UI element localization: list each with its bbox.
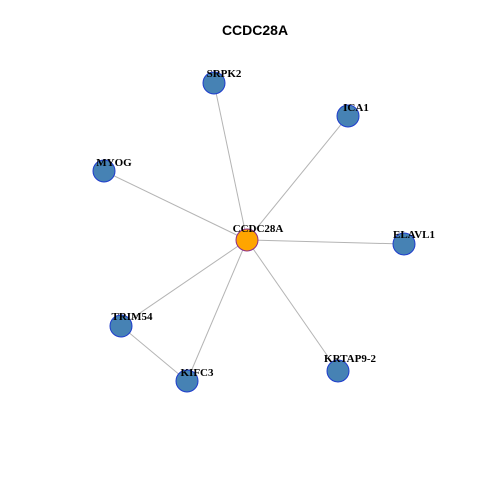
node-label-elavl1: ELAVL1 bbox=[393, 229, 435, 241]
edge-ccdc28a-krtap9-2 bbox=[246, 239, 339, 372]
edge-ccdc28a-ica1 bbox=[246, 115, 349, 241]
edge-ccdc28a-trim54 bbox=[120, 239, 248, 327]
edge-ccdc28a-kifc3 bbox=[186, 239, 248, 382]
edge-trim54-kifc3 bbox=[120, 325, 188, 382]
nodes-layer bbox=[92, 71, 416, 393]
node-label-kifc3: KIFC3 bbox=[181, 367, 215, 379]
node-label-krtap9-2: KRTAP9-2 bbox=[324, 353, 376, 365]
node-label-trim54: TRIM54 bbox=[112, 311, 153, 323]
node-label-myog: MYOG bbox=[96, 157, 132, 169]
edges-layer bbox=[103, 82, 405, 382]
node-ccdc28a[interactable] bbox=[235, 228, 259, 252]
node-ica1[interactable] bbox=[336, 104, 360, 128]
edge-ccdc28a-srpk2 bbox=[213, 82, 248, 241]
node-label-srpk2: SRPK2 bbox=[207, 68, 242, 80]
node-label-ccdc28a: CCDC28A bbox=[233, 223, 284, 235]
node-elavl1[interactable] bbox=[392, 232, 416, 256]
edge-ccdc28a-elavl1 bbox=[246, 239, 405, 245]
edge-ccdc28a-myog bbox=[103, 170, 248, 241]
node-kifc3[interactable] bbox=[175, 369, 199, 393]
diagram-title: CCDC28A bbox=[222, 22, 288, 38]
node-srpk2[interactable] bbox=[202, 71, 226, 95]
node-myog[interactable] bbox=[92, 159, 116, 183]
node-label-ica1: ICA1 bbox=[343, 102, 369, 114]
node-krtap9-2[interactable] bbox=[326, 359, 350, 383]
node-trim54[interactable] bbox=[109, 314, 133, 338]
